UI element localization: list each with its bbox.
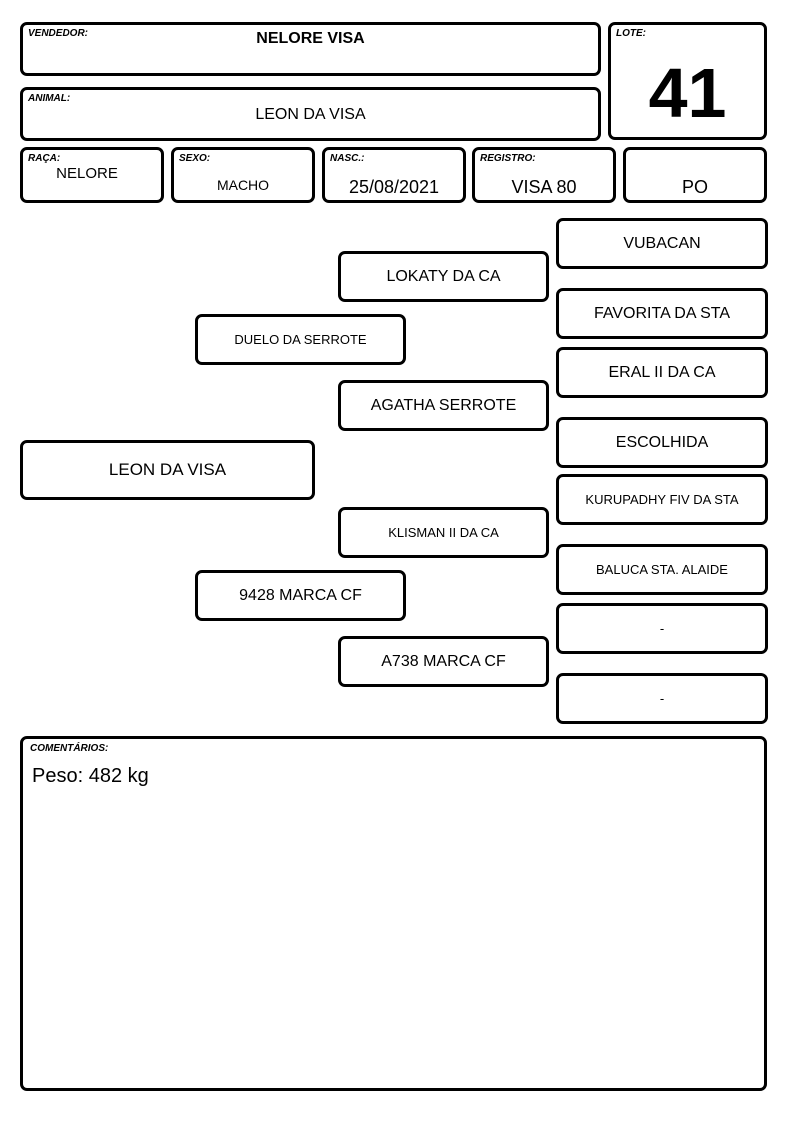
birth-box: NASC.: 25/08/2021 [322, 147, 466, 203]
breed-box: RAÇA: NELORE [20, 147, 164, 203]
category-value: PO [681, 177, 708, 197]
vendor-label: VENDEDOR: [28, 28, 89, 39]
pedigree-ggp-3: ERAL II DA CA [556, 347, 768, 398]
lot-label: LOTE: [616, 28, 646, 39]
breed-value: NELORE [56, 165, 118, 182]
pedigree-dam-dam: A738 MARCA CF [338, 636, 549, 687]
sex-value: MACHO [216, 177, 270, 193]
pedigree-dam: 9428 MARCA CF [195, 570, 406, 621]
pedigree-ggp-7: - [556, 603, 768, 654]
comments-label: COMENTÁRIOS: [30, 743, 109, 754]
comments-text: Peso: 482 kg [32, 765, 149, 787]
pedigree-ggp-6: BALUCA STA. ALAIDE [556, 544, 768, 595]
birth-label: NASC.: [330, 153, 365, 164]
pedigree-ggp-2: FAVORITA DA STA [556, 288, 768, 339]
animal-label: ANIMAL: [28, 93, 71, 104]
birth-value: 25/08/2021 [348, 177, 440, 197]
lot-number: 41 [648, 54, 727, 132]
pedigree-sire-dam: AGATHA SERROTE [338, 380, 549, 431]
pedigree-ggp-1: VUBACAN [556, 218, 768, 269]
registry-value: VISA 80 [511, 177, 577, 197]
comments-box: COMENTÁRIOS: Peso: 482 kg [20, 736, 767, 1091]
pedigree-animal: LEON DA VISA [20, 440, 315, 500]
pedigree-ggp-8: - [556, 673, 768, 724]
sex-box: SEXO: MACHO [171, 147, 315, 203]
vendor-name: NELORE VISA [256, 30, 365, 47]
lot-box: LOTE: 41 [608, 22, 767, 140]
animal-name: LEON DA VISA [255, 106, 366, 123]
pedigree-sire: DUELO DA SERROTE [195, 314, 406, 365]
pedigree-sire-sire: LOKATY DA CA [338, 251, 549, 302]
breed-label: RAÇA: [28, 153, 61, 164]
sex-label: SEXO: [179, 153, 211, 164]
vendor-box: VENDEDOR: NELORE VISA [20, 22, 601, 76]
category-box: PO [623, 147, 767, 203]
registry-label: REGISTRO: [480, 153, 536, 164]
pedigree-ggp-5: KURUPADHY FIV DA STA [556, 474, 768, 525]
pedigree-dam-sire: KLISMAN II DA CA [338, 507, 549, 558]
pedigree-ggp-4: ESCOLHIDA [556, 417, 768, 468]
registry-box: REGISTRO: VISA 80 [472, 147, 616, 203]
animal-box: ANIMAL: LEON DA VISA [20, 87, 601, 141]
